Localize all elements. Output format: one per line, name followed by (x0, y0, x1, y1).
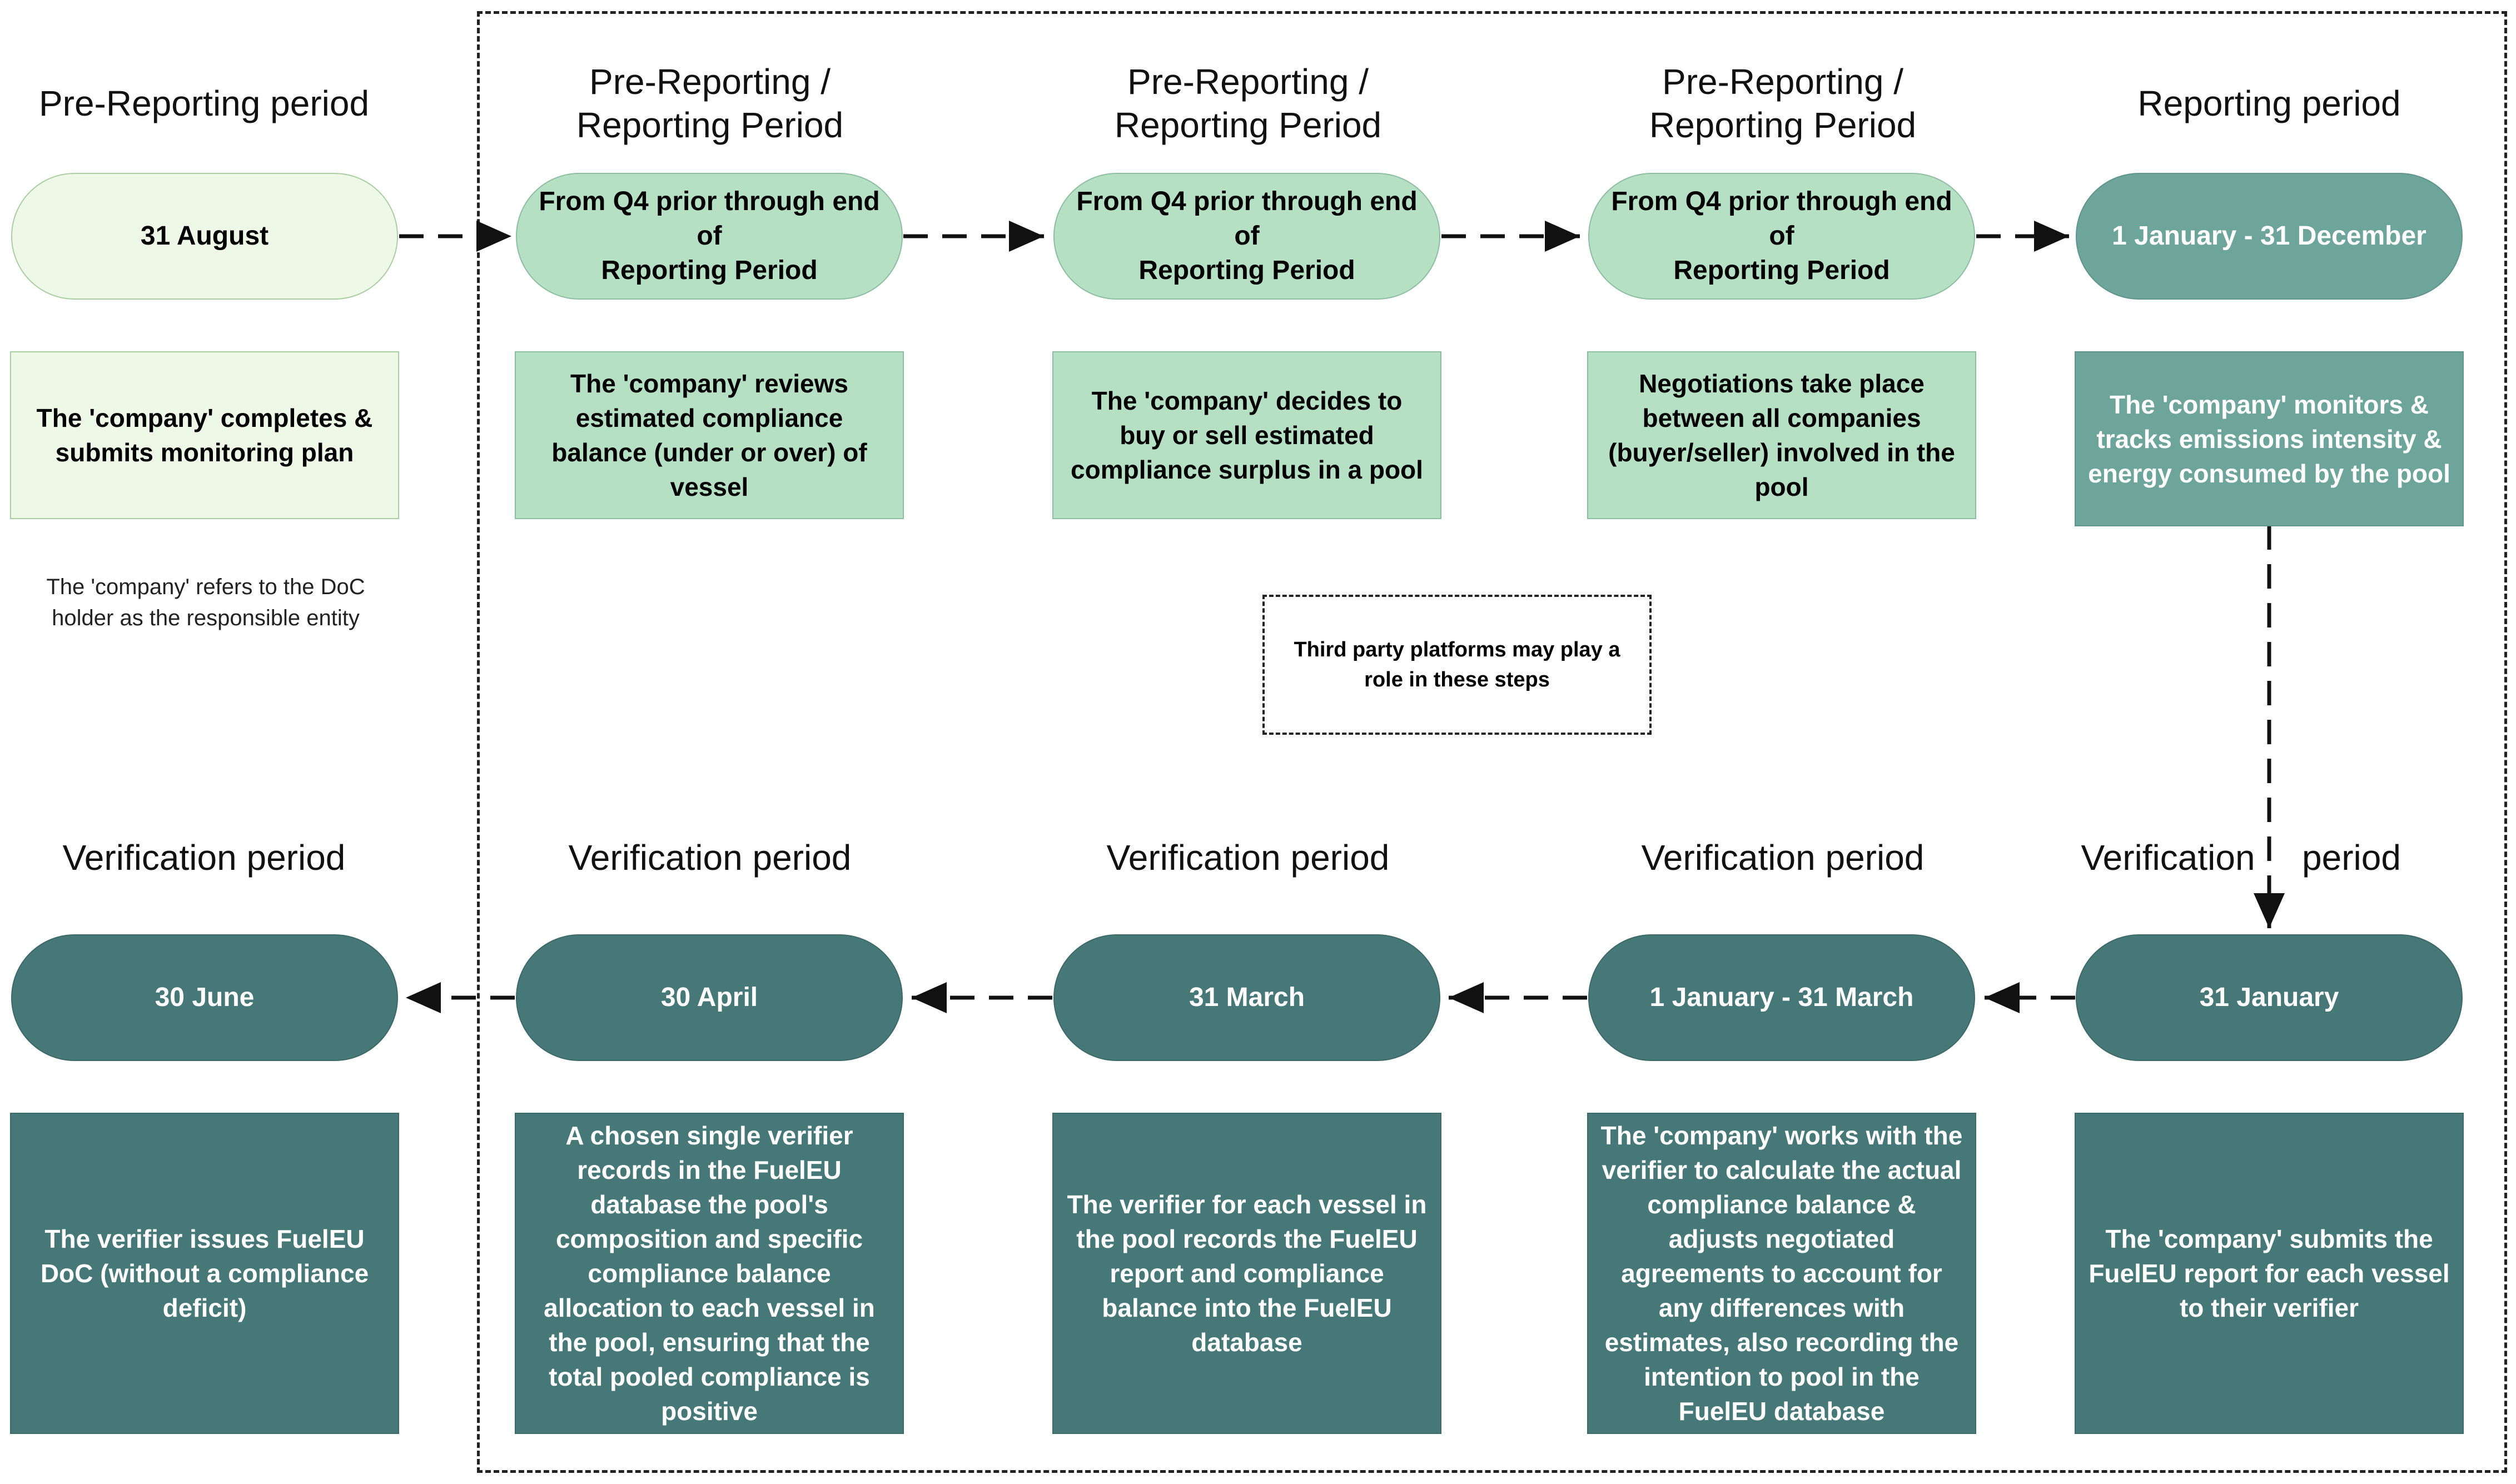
date-pill-text: 30 June (155, 983, 255, 1012)
date-pill-text: 30 April (660, 983, 758, 1012)
period-title-5: Reporting period (2137, 83, 2401, 123)
date-pill-q4-3: From Q4 prior through end of Reporting P… (1588, 173, 1975, 300)
verification-title-2: Verification period (568, 838, 852, 878)
period-title-2-line2: Reporting Period (576, 105, 844, 145)
period-title-2-line1: Pre-Reporting / (589, 62, 831, 102)
date-pill-30-june: 30 June (11, 934, 398, 1061)
verification-title-5a: Verification (2081, 838, 2255, 878)
date-pill-31-march: 31 March (1053, 934, 1440, 1061)
date-pill-text: 1 January - 31 March (1649, 983, 1914, 1012)
date-pill-text-line2: Reporting Period (601, 256, 818, 285)
date-pill-31-august: 31 August (11, 173, 398, 300)
date-pill-text: 31 January (2199, 983, 2339, 1012)
step-desc-monitor-emissions: The 'company' monitors & tracks emission… (2075, 351, 2464, 526)
period-title-4-line1: Pre-Reporting / (1662, 62, 1903, 102)
period-title-3-line1: Pre-Reporting / (1127, 62, 1369, 102)
pool-process-frame (477, 11, 2507, 1473)
date-pill-q4-1: From Q4 prior through end of Reporting P… (516, 173, 903, 300)
step-desc-buy-sell: The 'company' decides to buy or sell est… (1052, 351, 1441, 519)
date-pill-text: 31 August (140, 221, 269, 251)
date-pill-30-april: 30 April (516, 934, 903, 1061)
verification-title-1: Verification period (62, 838, 346, 878)
verification-title-4: Verification period (1641, 838, 1925, 878)
step-desc-negotiations: Negotiations take place between all comp… (1587, 351, 1976, 519)
date-pill-text-line1: From Q4 prior through end of (1076, 187, 1418, 251)
step-desc-review-balance: The 'company' reviews estimated complian… (515, 351, 904, 519)
date-pill-q4-2: From Q4 prior through end of Reporting P… (1053, 173, 1440, 300)
period-title-4: Pre-Reporting / Reporting Period (1560, 60, 2005, 147)
date-pill-jan-mar: 1 January - 31 March (1588, 934, 1975, 1061)
step-desc-record-pool: A chosen single verifier records in the … (515, 1113, 904, 1434)
step-desc-submit-report: The 'company' submits the FuelEU report … (2075, 1113, 2464, 1434)
date-pill-text-line1: From Q4 prior through end of (1611, 187, 1952, 251)
date-pill-text-line1: From Q4 prior through end of (539, 187, 880, 251)
step-desc-submit-plan: The 'company' completes & submits monito… (10, 351, 399, 519)
period-title-1: Pre-Reporting period (38, 83, 370, 123)
company-definition-note: The 'company' refers to the DoC holder a… (46, 575, 365, 630)
period-title-3-line2: Reporting Period (1114, 105, 1382, 145)
step-desc-calculate-balance: The 'company' works with the verifier to… (1587, 1113, 1976, 1434)
verification-title-3: Verification period (1106, 838, 1390, 878)
date-pill-31-january: 31 January (2076, 934, 2463, 1061)
step-desc-verifier-records: The verifier for each vessel in the pool… (1052, 1113, 1441, 1434)
date-pill-text: 31 March (1189, 983, 1305, 1012)
date-pill-text: 1 January - 31 December (2112, 221, 2427, 251)
period-title-2: Pre-Reporting / Reporting Period (488, 60, 932, 147)
third-party-note: Third party platforms may play a role in… (1262, 595, 1652, 735)
date-pill-text-line2: Reporting Period (1138, 256, 1355, 285)
date-pill-text-line2: Reporting Period (1673, 256, 1890, 285)
verification-title-5b: period (2302, 838, 2401, 878)
period-title-3: Pre-Reporting / Reporting Period (1026, 60, 1470, 147)
date-pill-reporting-year: 1 January - 31 December (2076, 173, 2463, 300)
step-desc-issue-doc: The verifier issues FuelEU DoC (without … (10, 1113, 399, 1434)
period-title-4-line2: Reporting Period (1649, 105, 1917, 145)
